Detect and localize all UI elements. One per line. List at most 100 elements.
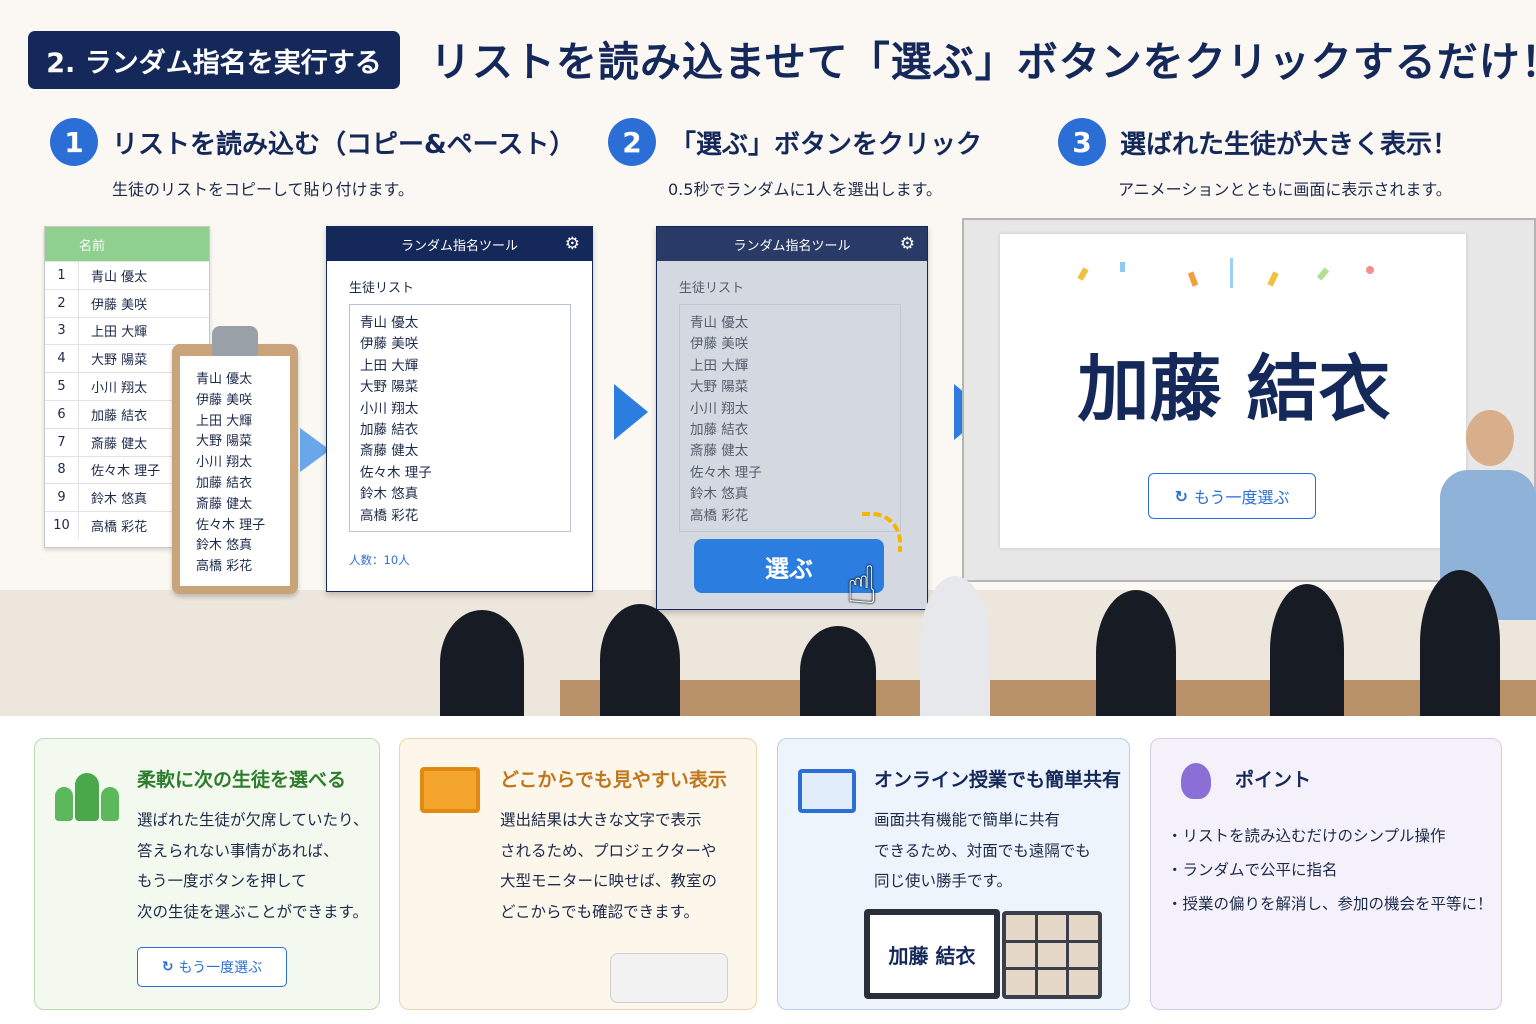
pick-again-button[interactable]: ↻ もう一度選ぶ — [1148, 473, 1316, 519]
arrow-right-icon — [614, 384, 648, 440]
step-2-title: 「選ぶ」ボタンをクリック — [670, 129, 983, 160]
list-item: 加藤 結衣 — [360, 422, 419, 439]
step-1-subtitle: 生徒のリストをコピーして貼り付けます。 — [112, 180, 414, 199]
page-title: リストを読み込ませて「選ぶ」ボタンをクリックするだけ！ — [430, 38, 1536, 86]
clipboard: 青山 優太 伊藤 美咲 上田 大輝 大野 陽菜 小川 翔太 加藤 結衣 斎藤 健… — [172, 326, 298, 594]
list-item: 伊藤 美咲 — [360, 336, 419, 353]
row-number: 1 — [45, 262, 79, 289]
feature-card-online: オンライン授業でも簡単共有 画面共有機能で簡単に共有 できるため、対面でも遠隔で… — [777, 738, 1130, 1010]
card-line: されるため、プロジェクターや — [500, 841, 717, 860]
clip-name: 大野 陽菜 — [196, 434, 253, 450]
people-icon — [55, 765, 120, 821]
row-name: 上田 大輝 — [91, 325, 148, 341]
winner-name: 加藤 結衣 — [1077, 347, 1391, 431]
table-row: 3 上田 大輝 — [45, 316, 209, 345]
list-item: 小川 翔太 — [360, 400, 419, 417]
list-item: 佐々木 理子 — [360, 464, 432, 481]
clip-name: 青山 優太 — [196, 372, 253, 387]
card-body: ・リストを読み込むだけのシンプル操作 ・ランダムで公平に指名 ・授業の偏りを解消… — [1167, 819, 1493, 921]
list-item: 大野 陽菜 — [690, 379, 749, 396]
row-number: 3 — [45, 317, 79, 345]
clip-name: 鈴木 悠真 — [196, 538, 253, 554]
list-item: 高橋 彩花 — [690, 507, 749, 524]
student-figure — [1096, 590, 1176, 716]
list-label: 生徒リスト — [679, 281, 745, 296]
list-label: 生徒リスト — [349, 281, 415, 296]
row-number: 9 — [45, 484, 79, 512]
laptop-winner-name: 加藤 結衣 — [870, 915, 994, 993]
monitor-icon — [420, 767, 480, 813]
card-line: ・授業の偏りを解消し、参加の機会を平等に！ — [1167, 895, 1493, 913]
table-row: 2 伊藤 美咲 — [45, 288, 209, 317]
list-item: 佐々木 理子 — [690, 464, 762, 481]
clip-name: 高橋 彩花 — [196, 559, 253, 575]
tool-titlebar: ランダム指名ツール⚙ — [657, 227, 927, 261]
table-row: 7 斎藤 健太 — [45, 427, 209, 456]
row-name: 伊藤 美咲 — [91, 297, 148, 313]
pick-again-button[interactable]: ↻ もう一度選ぶ — [137, 947, 287, 987]
card-title: 柔軟に次の生徒を選べる — [137, 769, 347, 791]
row-name: 小川 翔太 — [91, 381, 148, 397]
clip-name: 加藤 結衣 — [196, 475, 253, 491]
step-2-number: 2 — [608, 118, 656, 166]
clip-name: 佐々木 理子 — [196, 517, 266, 533]
row-number: 2 — [45, 289, 79, 317]
column-name-header: 名前 — [79, 238, 106, 254]
list-item: 小川 翔太 — [690, 400, 749, 417]
step-2-heading: 2 「選ぶ」ボタンをクリック — [608, 118, 982, 166]
card-body: 選ばれた生徒が欠席していたり、 答えられない事情があれば、 もう一度ボタンを押し… — [137, 805, 368, 927]
student-figure — [600, 604, 680, 716]
row-name: 高橋 彩花 — [91, 520, 148, 536]
row-number: 7 — [45, 428, 79, 456]
card-line: できるため、対面でも遠隔でも — [874, 841, 1091, 860]
row-number: 4 — [45, 345, 79, 373]
gear-icon[interactable]: ⚙ — [899, 234, 915, 254]
student-figure — [1270, 584, 1344, 716]
student-list-textarea[interactable]: 青山 優太 伊藤 美咲 上田 大輝 大野 陽菜 小川 翔太 加藤 結衣 斎藤 健… — [349, 304, 571, 532]
pick-again-label: もう一度選ぶ — [178, 960, 263, 976]
student-figure — [1420, 570, 1500, 716]
row-name: 青山 優太 — [91, 269, 148, 285]
card-body: 画面共有機能で簡単に共有 できるため、対面でも遠隔でも 同じ使い勝手です。 — [874, 805, 1091, 897]
card-line: ・ランダムで公平に指名 — [1167, 861, 1338, 879]
list-item: 鈴木 悠真 — [360, 486, 419, 503]
student-figure — [800, 626, 876, 716]
clip-name: 伊藤 美咲 — [196, 392, 253, 408]
clip-name: 斎藤 健太 — [196, 496, 253, 512]
list-item: 鈴木 悠真 — [690, 486, 749, 503]
laptop-screen: 加藤 結衣 — [864, 909, 1000, 999]
card-line: 選出結果は大きな文字で表示 — [500, 811, 702, 829]
feature-card-points: ポイント ・リストを読み込むだけのシンプル操作 ・ランダムで公平に指名 ・授業の… — [1150, 738, 1502, 1010]
list-item: 斎藤 健太 — [360, 443, 419, 460]
student-count: 人数：10人 — [349, 553, 410, 567]
list-item: 加藤 結衣 — [690, 422, 749, 439]
card-line: 大型モニターに映せば、教室の — [500, 872, 718, 890]
pick-again-label: もう一度選ぶ — [1193, 488, 1290, 507]
row-name: 大野 陽菜 — [91, 353, 148, 369]
student-list-textarea[interactable]: 青山 優太 伊藤 美咲 上田 大輝 大野 陽菜 小川 翔太 加藤 結衣 斎藤 健… — [679, 304, 901, 532]
step-1-heading: 1 リストを読み込む（コピー&ペースト） — [50, 118, 575, 166]
feature-card-flexible: 柔軟に次の生徒を選べる 選ばれた生徒が欠席していたり、 答えられない事情があれば… — [34, 738, 380, 1010]
row-name: 斎藤 健太 — [91, 436, 148, 452]
cursor-hand-icon: ☝ — [846, 556, 878, 616]
step-3-heading: 3 選ばれた生徒が大きく表示！ — [1058, 118, 1458, 166]
step-2-subtitle: 0.5秒でランダムに1人を選出します。 — [668, 180, 943, 199]
clipboard-paper: 青山 優太 伊藤 美咲 上田 大輝 大野 陽菜 小川 翔太 加藤 結衣 斎藤 健… — [180, 356, 290, 586]
gear-icon[interactable]: ⚙ — [564, 234, 580, 254]
card-line: 選ばれた生徒が欠席していたり、 — [137, 811, 369, 829]
select-button[interactable]: 選ぶ — [694, 539, 884, 593]
row-number: 10 — [45, 512, 79, 539]
spreadsheet-header: 名前 — [45, 227, 209, 261]
video-call-icon — [798, 769, 856, 813]
desks — [560, 680, 1536, 716]
arrow-right-icon — [300, 428, 330, 472]
video-grid — [1002, 911, 1102, 999]
card-title: ポイント — [1235, 769, 1312, 791]
table-row: 1 青山 優太 — [45, 261, 209, 289]
step-3-subtitle: アニメーションとともに画面に表示されます。 — [1118, 180, 1452, 199]
card-line: どこからでも確認できます。 — [500, 902, 700, 921]
